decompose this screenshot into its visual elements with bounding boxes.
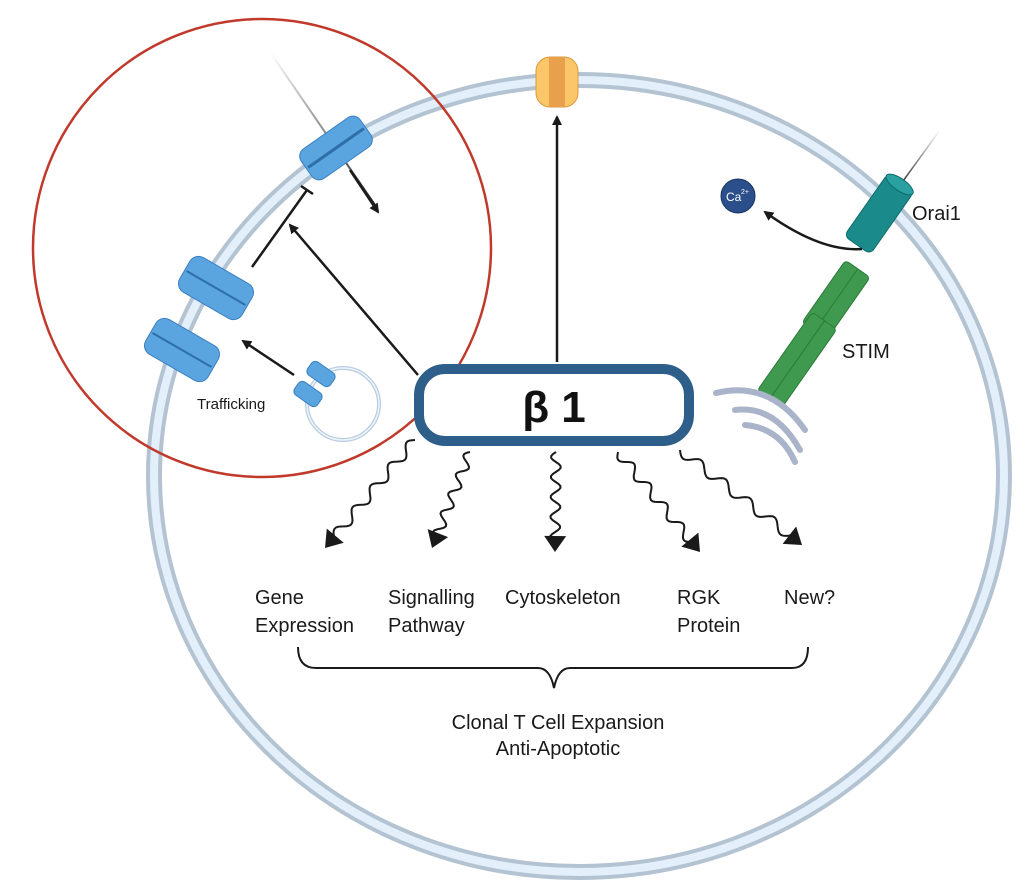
stim-protein <box>758 261 870 407</box>
stim-label: STIM <box>842 341 890 363</box>
wavy-arrow-cytoskeleton <box>549 451 562 541</box>
output-new-line1: New? <box>784 587 835 609</box>
output-signalling-line2: Pathway <box>388 615 465 637</box>
wavy-arrow-gene <box>332 439 416 540</box>
current-line-orai <box>897 129 941 189</box>
signal-arrows <box>325 439 802 552</box>
trafficking-vesicle <box>293 360 381 442</box>
wavy-arrow-new <box>679 449 794 537</box>
arrow-beta-to-inhibition <box>288 223 419 376</box>
arrowhead-cytoskeleton <box>544 535 567 552</box>
beta1-label: β 1 <box>522 383 586 432</box>
endoplasmic-reticulum <box>713 387 808 465</box>
orai1-channel <box>845 173 914 253</box>
inhibition-line <box>250 184 314 268</box>
output-labels: Gene Expression Signalling Pathway Cytos… <box>255 587 835 637</box>
output-gene-line1: Gene <box>255 587 304 609</box>
membrane-channel-top <box>535 56 579 108</box>
output-rgk-line2: Protein <box>677 615 740 637</box>
channel-middle <box>177 255 255 321</box>
calcium-charge: 2+ <box>741 189 749 196</box>
channel-top <box>299 115 373 181</box>
arrowhead-gene <box>325 528 344 548</box>
calcium-label: Ca <box>726 190 742 204</box>
arrowhead-new <box>782 526 802 545</box>
orai1-label: Orai1 <box>912 203 961 225</box>
wavy-arrow-rgk <box>616 451 692 543</box>
outcome-line2: Anti-Apoptotic <box>496 738 621 760</box>
output-gene-line2: Expression <box>255 615 354 637</box>
output-signalling-line1: Signalling <box>388 587 475 609</box>
highlight-circle <box>31 17 493 479</box>
arrowhead-signalling <box>427 529 449 548</box>
wavy-arrow-signalling <box>431 451 471 535</box>
channel-lower <box>143 317 221 383</box>
output-rgk-line1: RGK <box>677 587 721 609</box>
grouping-brace <box>297 646 809 689</box>
outcome-line1: Clonal T Cell Expansion <box>452 712 665 734</box>
trafficking-label: Trafficking <box>197 396 265 413</box>
arrow-calcium-influx <box>763 210 863 251</box>
arrowhead-rgk <box>681 532 700 552</box>
cell-membrane <box>146 72 1012 880</box>
arrow-trafficking <box>241 339 295 377</box>
arrow-ion-influx <box>348 169 380 214</box>
calcium-ion-icon: Ca 2+ <box>720 178 756 214</box>
beta1-protein-box <box>414 364 694 446</box>
output-cytoskeleton-line1: Cytoskeleton <box>505 587 621 609</box>
